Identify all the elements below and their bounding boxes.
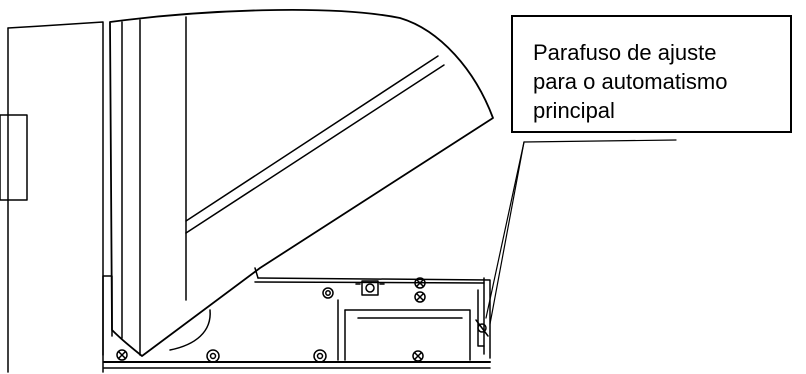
screw-bottom-4 [412, 350, 424, 362]
screw-bottom-1 [116, 349, 128, 361]
front-cover [109, 9, 494, 357]
screw-top-left [322, 287, 334, 299]
side-bracket [0, 114, 28, 201]
lower-chassis [102, 267, 491, 369]
adjustment-dial [355, 280, 385, 296]
side-panel [7, 21, 104, 373]
callout-label: Parafuso de ajuste para o automatismo pr… [511, 15, 792, 133]
screw-bottom-3 [313, 349, 327, 363]
adjustment-screw [475, 319, 489, 337]
screw-bottom-2 [206, 349, 220, 363]
screw-top-right [414, 277, 426, 303]
callout-leader [485, 139, 677, 325]
callout-text: Parafuso de ajuste para o automatismo pr… [533, 40, 728, 123]
